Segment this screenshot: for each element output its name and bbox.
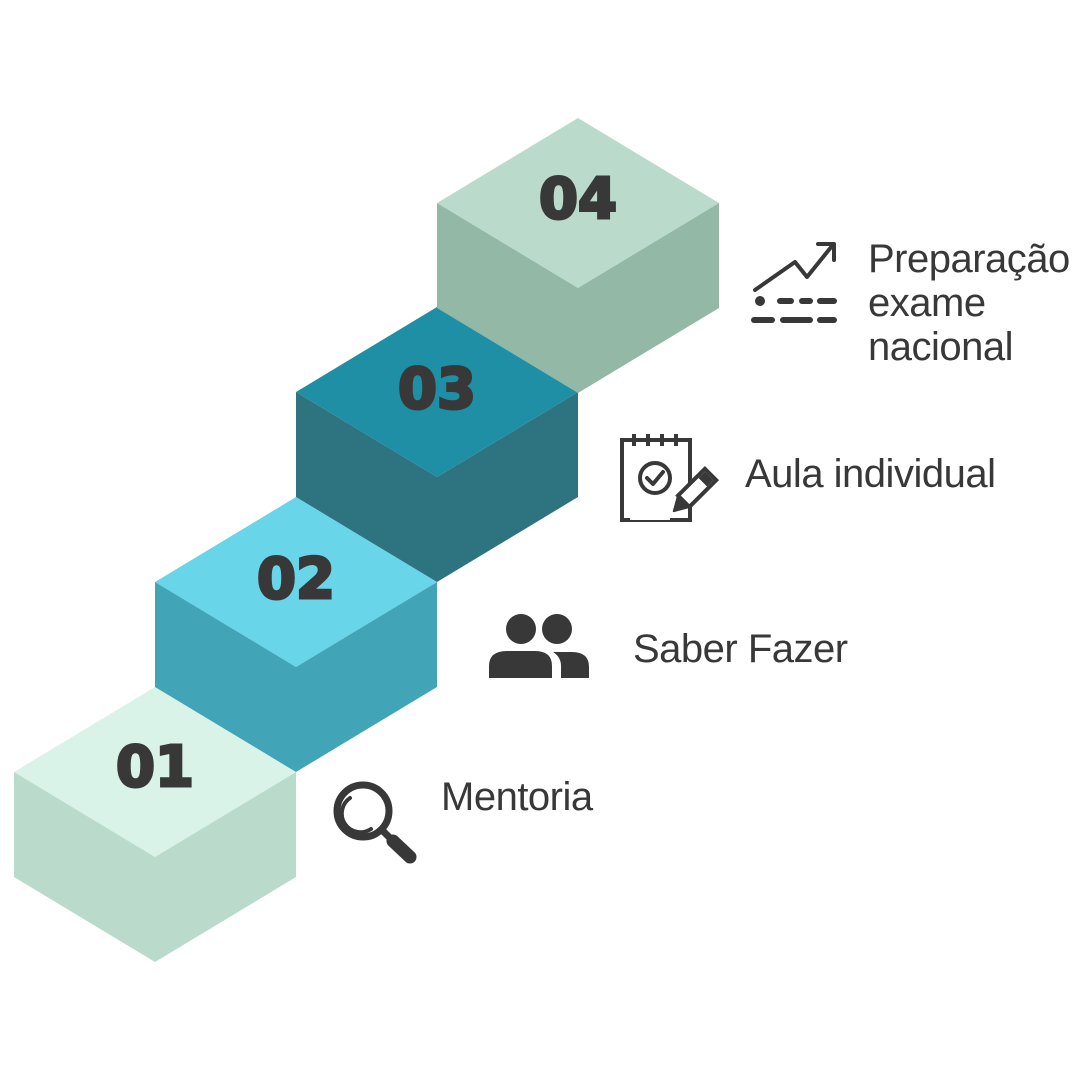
- magnifier-icon: [333, 781, 417, 864]
- step-02-left-face: [155, 582, 296, 772]
- step-02-number: 02: [257, 547, 335, 612]
- step-02-label: Saber Fazer: [633, 627, 848, 671]
- step-03-label: Aula individual: [745, 452, 996, 496]
- step-01-left-face: [14, 772, 155, 962]
- step-01-label: Mentoria: [441, 775, 593, 819]
- step-03-right-face: [437, 392, 578, 582]
- notepad-check-pencil-icon: [620, 434, 720, 522]
- people-icon: [489, 614, 589, 678]
- step-04-left-face: [437, 203, 578, 393]
- step-04-number: 04: [539, 167, 617, 232]
- step-04-block: 04: [437, 118, 719, 393]
- step-01-right-face: [155, 772, 296, 962]
- step-03-number: 03: [398, 357, 476, 422]
- step-04-right-face: [578, 203, 719, 393]
- step-02-block: 02: [155, 497, 437, 772]
- step-01-number: 01: [116, 735, 194, 800]
- growth-chart-icon: [751, 242, 837, 323]
- step-04-label: Preparação exame nacional: [868, 237, 1070, 369]
- step-02-right-face: [296, 582, 437, 772]
- step-03-left-face: [296, 392, 437, 582]
